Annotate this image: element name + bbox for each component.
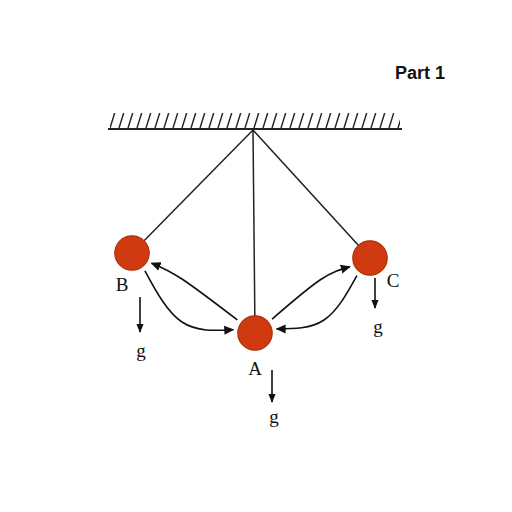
bob-circle [238, 316, 272, 350]
motion-arrow [145, 271, 233, 331]
bob-shape [352, 240, 388, 276]
gravity-arrow [374, 278, 376, 308]
gravity-label: g [269, 407, 279, 426]
string [132, 130, 253, 253]
gravity-label: g [373, 317, 383, 336]
point-label: B [116, 275, 129, 294]
part-title: Part 1 [395, 64, 445, 82]
pendulum-bob: B [114, 235, 150, 271]
motion-arrow [272, 267, 350, 319]
gravity-arrow [139, 297, 141, 332]
motion-arrow [277, 276, 357, 329]
string [253, 130, 255, 333]
pendulum-bob: A [237, 315, 273, 351]
ceiling [108, 128, 402, 130]
bob-circle [353, 241, 387, 275]
gravity-arrow [271, 370, 273, 402]
bob-shape [237, 315, 273, 351]
bob-shape [114, 235, 150, 271]
pendulum-bob: C [352, 240, 388, 276]
string [253, 130, 370, 258]
gravity-label: g [136, 341, 146, 360]
point-label: A [248, 359, 262, 378]
motion-arrow [152, 263, 238, 320]
bob-circle [115, 236, 149, 270]
point-label: C [387, 271, 400, 290]
ceiling-hatching [110, 113, 400, 128]
